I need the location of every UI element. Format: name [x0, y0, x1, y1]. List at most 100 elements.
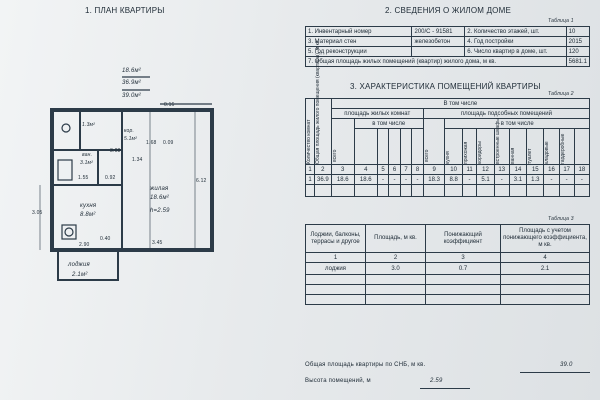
dim-label: 0.16 — [164, 102, 175, 108]
data-cell: - — [376, 174, 390, 185]
aux-col: коридоры — [477, 140, 484, 164]
header-incl2: в том числе — [353, 118, 424, 129]
header-cell: Площадь, м кв. — [365, 224, 426, 253]
table-row: 7. Общая площадь жилых помещений (кварти… — [305, 56, 591, 67]
dim-label: 0.92 — [105, 175, 116, 181]
room-area-lodzhiya: 2.1м² — [72, 272, 88, 278]
data-cell: - — [388, 174, 401, 185]
table-row: кухня прихожая коридоры встроенные шкафы… — [306, 117, 591, 165]
col-number: 6 — [388, 164, 401, 175]
data-cell: 5.1 — [476, 174, 495, 185]
table-cell: 3. Материал стен — [304, 36, 413, 47]
header-vsego: всего — [331, 149, 338, 162]
table-row — [305, 294, 590, 305]
data-cell: - — [493, 174, 510, 185]
plan-total-area: 36.9м² — [122, 80, 141, 86]
aux-col: кухня — [445, 150, 452, 164]
col-number: 1 — [305, 164, 315, 175]
data-cell: 1.3 — [526, 174, 545, 185]
col-number: 18 — [573, 164, 591, 175]
table-row: 1 2 3 4 — [305, 252, 590, 263]
dim-label: 1.68 — [146, 140, 157, 146]
data-cell: 18.3 — [422, 174, 446, 185]
table-cell: 10 — [565, 26, 591, 37]
plan-living-area: 18.6м² — [122, 68, 141, 74]
table-cell: 5681.1 — [565, 56, 591, 67]
room-label-zhilaya: жилая — [150, 186, 169, 192]
header-incl: В том числе — [330, 98, 591, 109]
room-label-kor: кор. — [124, 128, 135, 134]
aux-col: ванная — [509, 147, 516, 164]
table-cell: 1. Инвентарный номер — [304, 26, 413, 37]
room-area-kukhnya: 8.8м² — [80, 212, 96, 218]
table-row: 1 2 3 4 5 6 7 8 9 10 11 12 13 14 15 16 1… — [305, 164, 591, 175]
dim-label: 1.55 — [78, 175, 89, 181]
table-cell: 200/С - 91581 — [411, 26, 466, 37]
table-row: Лоджии, балконы, террасы и другое Площад… — [305, 224, 590, 253]
room-label-kukhnya: кухня — [80, 203, 97, 209]
dim-label: 0.40 — [100, 236, 111, 242]
footer-height-label: Высота помещений, м — [305, 378, 371, 384]
data-cell: - — [461, 174, 478, 185]
header-cell: Лоджии, балконы, террасы и другое — [305, 224, 366, 253]
data-cell: 3.1 — [508, 174, 528, 185]
col-number: 11 — [461, 164, 478, 175]
room-area-van: 3.1м² — [80, 160, 94, 166]
data-cell: 3.0 — [365, 262, 426, 275]
header-room-count: Количество комнат — [306, 119, 312, 164]
table-row: 3. Материал стен железобетон 4. Год пост… — [304, 36, 591, 47]
header-cell: Площадь с учетом понижающего коэффициент… — [500, 224, 590, 253]
col-number: 16 — [543, 164, 560, 175]
col-number: 8 — [411, 164, 424, 175]
header-incl2: в том числе — [444, 118, 590, 129]
table-cell: 2015 — [565, 36, 591, 47]
underline — [520, 372, 590, 373]
col-number: 17 — [558, 164, 575, 175]
data-cell: - — [411, 174, 424, 185]
data-cell: 2.1 — [500, 262, 590, 275]
dim-label: 3.45 — [152, 240, 163, 246]
data-cell: 18.6 — [330, 174, 355, 185]
col-number: 12 — [476, 164, 495, 175]
table2-label: Таблица 2 — [548, 91, 574, 97]
aux-col: туалет — [527, 148, 534, 164]
header-vsego: всего — [423, 149, 430, 162]
floor-plan-drawing — [39, 76, 214, 281]
table3: Лоджии, балконы, террасы и другое Площад… — [305, 224, 590, 305]
room-area-zhilaya: 18.6м² — [150, 195, 169, 201]
col-number: 3 — [330, 164, 355, 175]
header-cell: Понижающий коэффициент — [425, 224, 501, 253]
col-number: 4 — [353, 164, 378, 175]
table-row: Количество комнат Общая площадь жилого п… — [305, 39, 591, 165]
dim-label: 3.08 — [110, 148, 121, 154]
data-cell: 0.7 — [425, 262, 501, 275]
data-cell: 1 — [305, 174, 315, 185]
table-row: лоджия 3.0 0.7 2.1 — [305, 262, 590, 275]
col-number: 5 — [376, 164, 390, 175]
section3-title: 3. ХАРАКТЕРИСТИКА ПОМЕЩЕНИЙ КВАРТИРЫ — [350, 82, 541, 91]
table-row: 5. Год реконструкции 6. Число квартир в … — [304, 46, 591, 57]
table-row: всего в том числе всего в том числе — [306, 118, 590, 165]
table-row — [305, 274, 590, 285]
room-area-kor: 5.1м² — [124, 136, 138, 142]
aux-col: кладовые — [544, 140, 551, 164]
col-number: 2 — [365, 252, 426, 263]
col-number: 10 — [444, 164, 463, 175]
col-number: 7 — [399, 164, 413, 175]
header-total-area: Общая площадь жилого помещения (квартиры… — [315, 38, 321, 164]
table-row: 1 36.9 18.6 18.6 - - - - 18.3 8.8 - 5.1 … — [305, 174, 591, 185]
table-row — [305, 184, 591, 197]
room-area-sanuzel: 1.3м² — [82, 122, 96, 128]
aux-col: гардеробные — [559, 133, 566, 164]
aux-col: встроенные шкафы — [494, 117, 501, 164]
table-cell: 7. Общая площадь жилых помещений (кварти… — [305, 56, 567, 67]
table1: 1. Инвентарный номер 200/С - 91581 2. Ко… — [304, 26, 591, 67]
col-number: 2 — [314, 164, 332, 175]
table-cell: железобетон — [411, 36, 466, 47]
col-number: 15 — [526, 164, 545, 175]
col-number: 14 — [508, 164, 528, 175]
col-number: 13 — [493, 164, 510, 175]
room-height: h=2.59 — [150, 208, 170, 214]
data-cell: - — [573, 174, 591, 185]
